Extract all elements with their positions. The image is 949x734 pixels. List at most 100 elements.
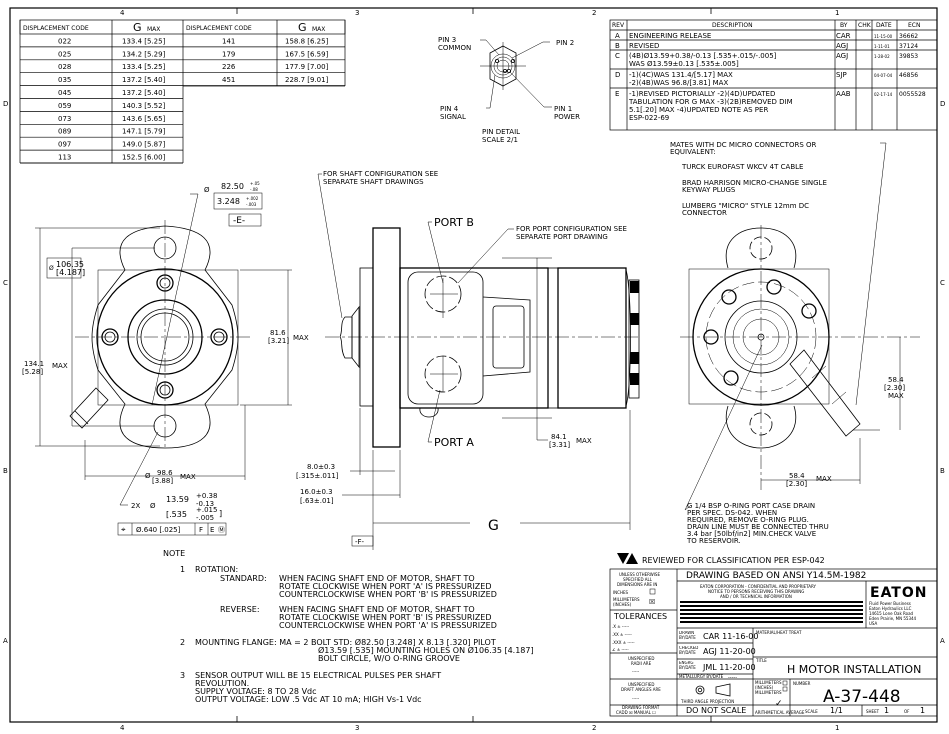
connector-note: MATES WITH DC MICRO CONNECTORS OR: [670, 141, 817, 149]
g-max-value: 158.8 [6.25]: [285, 37, 329, 45]
rev-date: 04-07-04: [874, 73, 893, 78]
ansi-standard: DRAWING BASED ON ANSI Y14.5M-1982: [686, 571, 866, 581]
dia-symbol: Ø: [150, 502, 156, 510]
table-header: MAX: [147, 26, 160, 33]
hole-dia-in: [.535: [166, 510, 187, 519]
pin-detail: PIN 3 COMMON PIN 2 PIN 4 SIGNAL PIN 1 PO…: [438, 36, 580, 144]
rev-letter: E: [615, 90, 619, 98]
drawing-format-label: DRAWING FORMAT: [622, 705, 660, 710]
g-max-value: 143.6 [5.65]: [122, 115, 166, 123]
side-view: FOR SHAFT CONFIGURATION SEE SEPARATE SHA…: [296, 170, 640, 550]
g-max-value: 134.2 [5.29]: [122, 50, 166, 58]
connector-note: BRAD HARRISON MICRO-CHANGE SINGLE: [682, 179, 827, 187]
sheet-value: 1: [884, 706, 889, 715]
note-number: 2: [180, 638, 185, 647]
displacement-code: 073: [58, 115, 71, 123]
table-header: G: [298, 21, 307, 34]
pilot-tol-minus: -.08: [250, 187, 258, 192]
width-max: MAX: [180, 473, 196, 481]
height-max: MAX: [52, 362, 68, 370]
classification-s-icon: [626, 553, 638, 564]
front-view: ⌖ Ø 82.50 +.05 -.08 3.248 +.002 -.003 -E…: [22, 181, 309, 536]
connector-note: LUMBERG "MICRO" STYLE 12mm DC: [682, 202, 809, 210]
tolerances-label: TOLERANCES: [613, 612, 667, 621]
note-number: 3: [180, 671, 185, 680]
table-header: G: [133, 21, 142, 34]
dia-symbol: Ø: [49, 265, 54, 272]
rear-horiz-dim: 58.4: [789, 472, 805, 480]
rev-header: ECN: [908, 22, 920, 29]
rev-description: ESP-022-69: [629, 114, 669, 122]
pin3-desc: COMMON: [438, 44, 471, 52]
rev-date: 1-28-02: [874, 54, 890, 59]
hole-plus: +0.38: [196, 492, 217, 500]
rev-header: BY: [840, 22, 848, 29]
unless-text: DIMENSIONS ARE IN: [617, 582, 657, 587]
revision-row: E-1)REVISED PICTORIALLY -2)(4D)UPDATEDTA…: [615, 90, 926, 122]
rear-vert-dim-in: [2.30]: [884, 384, 905, 392]
rev-description: 5.1[.20] MAX -4)UPDATED NOTE AS PER: [629, 106, 768, 114]
revision-row: C(4B)Ø13.59+0.38/-0.13 [.535+.015/-.005]…: [615, 52, 918, 68]
g-dimension: G: [488, 518, 499, 534]
units-inches: INCHES: [613, 590, 629, 595]
g-max-value: 167.5 [6.59]: [285, 50, 329, 58]
hole-in-close: ]: [219, 509, 222, 518]
side-height-dim-in: [3.31]: [549, 441, 570, 449]
notes-title: NOTE: [163, 549, 185, 558]
checked-label: CHECKED BY/DATE: [679, 646, 699, 655]
rev-header: CHK: [858, 22, 872, 29]
unless-text: UNLESS OTHERWISE: [619, 572, 660, 577]
body-dim-in: [3.21]: [268, 337, 289, 345]
g-max-value: 152.5 [6.00]: [122, 154, 166, 162]
of-value: 1: [920, 706, 925, 715]
displacement-code: 226: [222, 63, 236, 71]
units-mm-inches: (INCHES): [613, 602, 632, 607]
connector-note: TURCK EUROFAST WKCV 4T CABLE: [681, 163, 803, 171]
checked-label-box: CHECKED BY/DATE: [679, 646, 699, 655]
zone-col: 3: [355, 9, 359, 17]
pin1-desc: POWER: [554, 113, 580, 121]
rear-view: MATES WITH DC MICRO CONNECTORS OR EQUIVA…: [617, 141, 920, 565]
zone-col: 1: [835, 9, 839, 17]
g-max-value: 133.4 [5.25]: [122, 37, 166, 45]
drain-note: PER SPEC. DS-042. WHEN: [687, 509, 777, 517]
displacement-code: 097: [58, 141, 71, 149]
checkmark-icon: ✓: [775, 699, 783, 709]
confidential-text: NOTICE TO PERSONS RECEIVING THIS DRAWING: [708, 589, 804, 594]
hole-in-plus: +.015: [196, 506, 217, 514]
title-label: TITLE: [755, 658, 767, 663]
tolerance-row: ∠ ± -----: [612, 647, 629, 652]
tolerance-row: .XX ± -----: [612, 632, 632, 637]
rev-ecn: 36662: [899, 33, 918, 40]
g-max-value: 133.4 [5.25]: [122, 63, 166, 71]
note-line: OUTPUT VOLTAGE: LOW .5 Vdc AT 10 mA; HIG…: [195, 695, 422, 704]
width-dim: 98.6: [157, 469, 173, 477]
note-reverse: REVERSE:: [220, 605, 260, 614]
pin1-label: PIN 1: [554, 105, 572, 113]
metallurgy-label: METALLURGY BY/DATE: [679, 673, 724, 679]
draft-text: UNSPECIFIED: [628, 682, 654, 687]
rev-header: DESCRIPTION: [712, 22, 753, 29]
company-text: Fluid Power Business: [869, 601, 911, 606]
drawing-number: A-37-448: [823, 687, 901, 707]
rev-description: TABULATION FOR G MAX -3)(2B)REMOVED DIM: [628, 98, 793, 106]
note-line: WHEN FACING SHAFT END OF MOTOR, SHAFT TO: [279, 605, 475, 614]
rear-horiz-max: MAX: [816, 475, 832, 483]
drain-note: 3.4 bar [50lbf/in2] MIN.CHECK VALVE: [687, 530, 816, 538]
company-text: Eaton Hydraulics LLC: [869, 606, 912, 611]
pilot-depth-dim: 8.0±0.3: [307, 463, 335, 471]
zone-col: 2: [592, 724, 596, 732]
displacement-code: 035: [58, 76, 71, 84]
pilot-tol-plus: +.05: [250, 181, 260, 186]
revision-row: D-1)(4C)WAS 131.4/[5.17] MAX-2)(4B)WAS 9…: [615, 71, 918, 87]
ref-checkbox: [782, 680, 788, 686]
rev-description: -1)(4C)WAS 131.4/[5.17] MAX: [629, 71, 733, 79]
classification-c-icon: [617, 553, 629, 564]
note-line: REVOLUTION.: [195, 679, 249, 688]
fcf-datum-f: F: [199, 526, 203, 534]
draft-text: DRAFT ANGLES ARE: [621, 687, 661, 692]
zone-markers: 4 3 2 1 4 3 2 1 D C B A D C B A: [3, 8, 945, 732]
rev-by: CAR: [836, 32, 851, 40]
table-header: MAX: [312, 26, 325, 33]
